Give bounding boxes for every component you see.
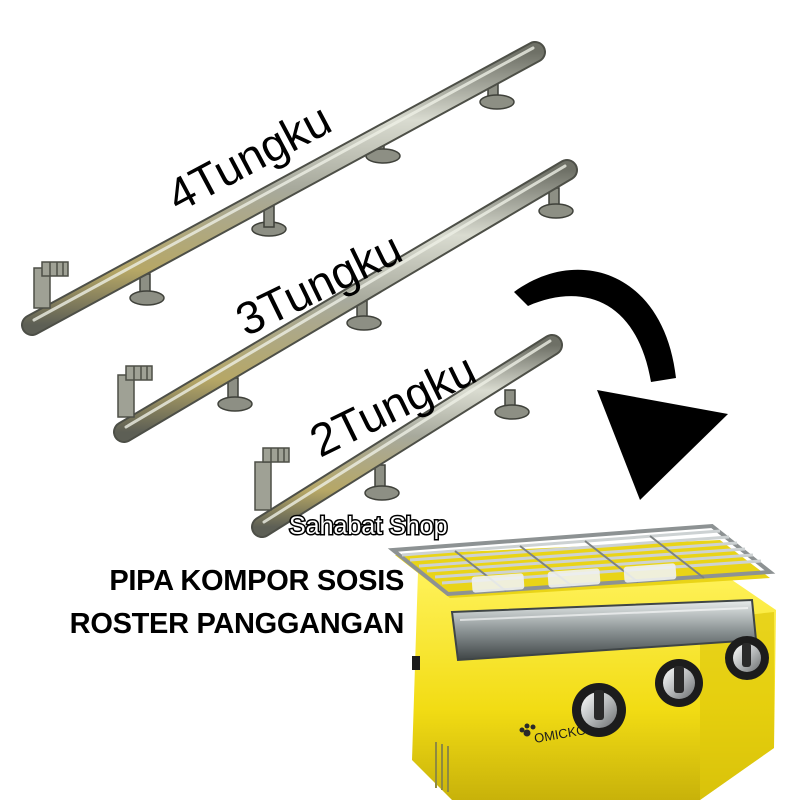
headline-line-2: ROSTER PANGGANGAN <box>69 608 405 640</box>
pipe-4-burner <box>21 41 546 336</box>
pipe-2-burner <box>251 334 563 538</box>
grill-knob-middle <box>655 659 703 707</box>
shop-watermark: Sahabat Shop <box>289 512 447 540</box>
headline-line-1: PIPA KOMPOR SOSIS <box>109 565 404 597</box>
pipe-3-burner <box>113 159 578 443</box>
grill-knob-right <box>725 636 769 680</box>
grill-knob-left <box>572 683 626 737</box>
curved-arrow-down-icon <box>514 269 728 500</box>
brand-paw-icon <box>519 723 536 737</box>
bbq-grill-roaster: OMICKO <box>387 523 776 800</box>
